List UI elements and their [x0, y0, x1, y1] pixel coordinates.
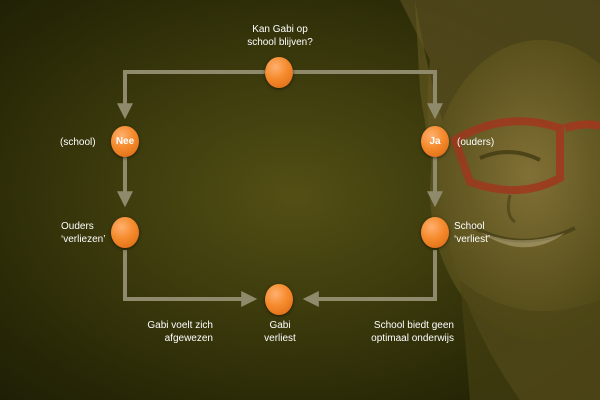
connector-question-to-nee	[117, 70, 265, 120]
onderwijs-line-1: School biedt geen	[373, 320, 454, 331]
bottom-center-label: Gabi verliest	[245, 319, 315, 345]
node-ja-label: Ja	[429, 136, 441, 147]
left-side-label: (school)	[60, 136, 96, 149]
node-nee: Nee	[111, 126, 139, 157]
ouders-line-2: ‘verliezen’	[61, 234, 106, 245]
node-nee-label: Nee	[115, 136, 135, 147]
afgewezen-line-1: Gabi voelt zich	[147, 320, 213, 331]
node-ja: Ja	[421, 126, 449, 157]
onderwijs-line-2: optimaal onderwijs	[371, 333, 454, 344]
gabi-verliest-line-2: verliest	[264, 333, 296, 344]
ouders-label: Ouders ‘verliezen’	[61, 220, 105, 246]
node-question	[265, 57, 293, 88]
school-label: School ‘verliest’	[454, 220, 490, 246]
right-side-label: (ouders)	[457, 136, 494, 149]
question-line-1: Kan Gabi op	[252, 24, 308, 35]
node-gabi	[265, 284, 293, 315]
connector-school-to-gabi	[302, 250, 437, 307]
node-ouders	[111, 217, 139, 248]
connector-ouders-to-gabi	[123, 250, 258, 307]
bottom-right-label: School biedt geen optimaal onderwijs	[336, 319, 454, 345]
afgewezen-line-2: afgewezen	[164, 333, 213, 344]
connector-question-to-ja	[293, 70, 443, 120]
node-school	[421, 217, 449, 248]
ouders-line-1: Ouders	[61, 221, 94, 232]
question-line-2: school blijven?	[247, 37, 313, 48]
school-line-2: ‘verliest’	[454, 234, 491, 245]
school-side-label: (school)	[60, 137, 96, 148]
gabi-verliest-line-1: Gabi	[269, 320, 291, 331]
bottom-left-label: Gabi voelt zich afgewezen	[110, 319, 213, 345]
ouders-side-label: (ouders)	[457, 137, 495, 148]
school-line-1: School	[454, 221, 485, 232]
question-label: Kan Gabi op school blijven?	[210, 23, 350, 49]
